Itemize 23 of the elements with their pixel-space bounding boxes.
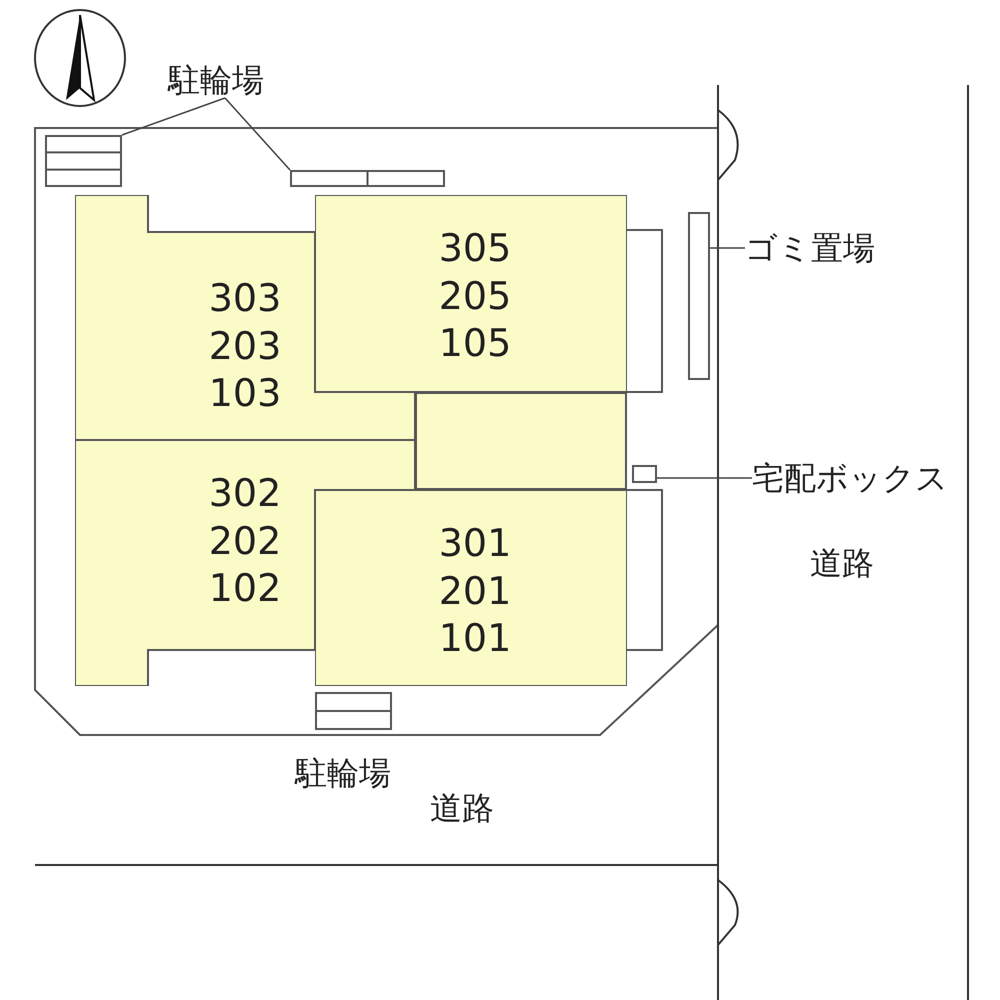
callout-text: 駐輪場 — [168, 64, 264, 96]
bicycle-parking-rack — [45, 135, 122, 187]
room-number-list: 305 205 105 — [435, 225, 515, 368]
bicycle-parking-rack — [290, 170, 445, 187]
room-number-list: 303 203 103 — [205, 275, 285, 418]
apartment-unit-area — [315, 195, 627, 392]
road-label: 道路 — [810, 547, 874, 579]
apartment-unit-area — [315, 490, 627, 686]
callout-text: 駐輪場 — [295, 757, 391, 789]
apartment-unit-area — [75, 440, 415, 686]
hallway-area — [415, 392, 627, 490]
leader-line — [224, 98, 291, 170]
room-number-list: 302 202 102 — [205, 470, 285, 612]
callout-text: ゴミ置場 — [745, 232, 875, 264]
room-number-list: 301 201 101 — [435, 520, 515, 662]
delivery-box — [632, 465, 657, 483]
garbage-area — [688, 212, 710, 380]
callout-text: 宅配ボックス — [752, 462, 948, 494]
apartment-unit-area — [75, 195, 415, 440]
road-label: 道路 — [430, 792, 494, 824]
leader-line — [657, 477, 752, 479]
leader-line — [710, 247, 745, 249]
leader-line — [122, 97, 226, 136]
